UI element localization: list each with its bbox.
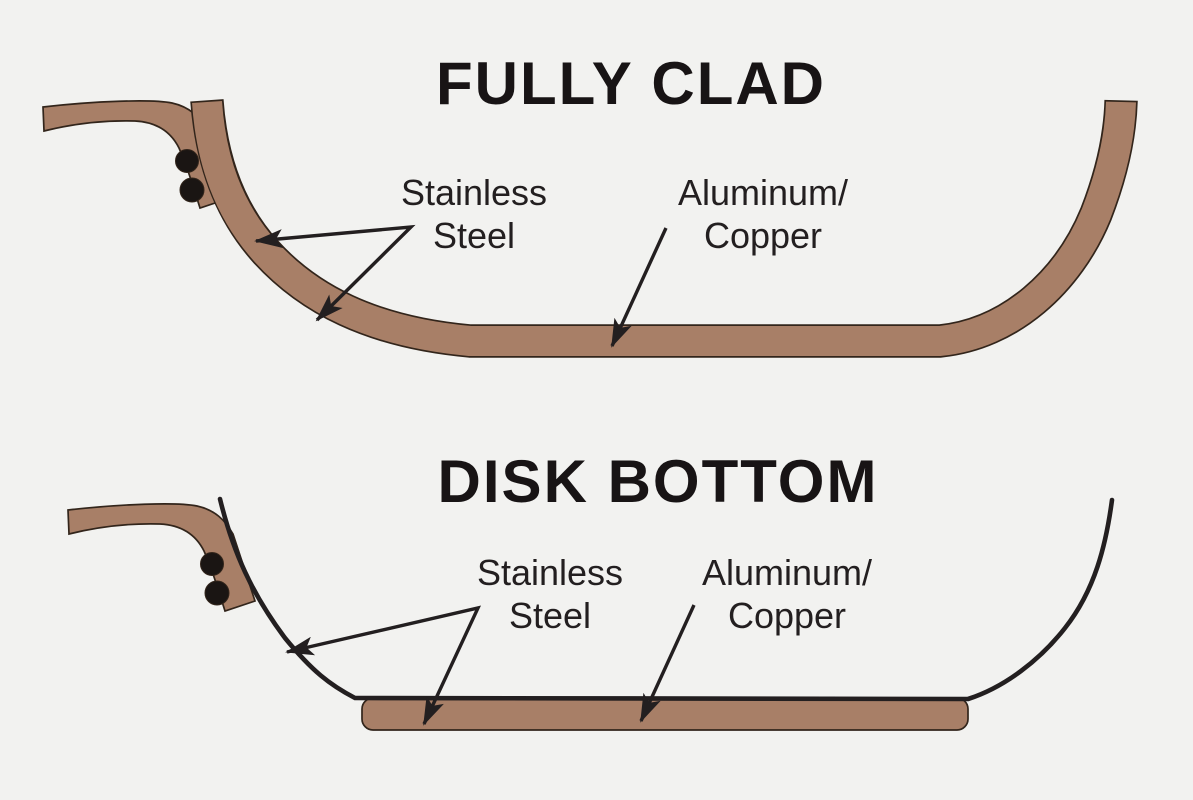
aluminum-label-line1: Aluminum/ bbox=[678, 172, 848, 213]
disk-bottom-pan-wall bbox=[217, 496, 1115, 702]
disk-bottom-diagram: DISK BOTTOM Stainless Steel Aluminum/ Co… bbox=[67, 448, 1115, 731]
stainless-label-line2: Steel bbox=[433, 215, 515, 256]
aluminum-label-line2: Copper bbox=[704, 215, 822, 256]
stainless-leader-arrows bbox=[285, 605, 482, 726]
aluminum-leader-arrow bbox=[639, 604, 696, 723]
aluminum-disk bbox=[361, 697, 969, 731]
stainless-label-line1: Stainless bbox=[401, 172, 547, 213]
handle-rivet-icon bbox=[175, 149, 199, 173]
handle-rivet-icon bbox=[200, 552, 224, 576]
fully-clad-aluminum-label: Aluminum/ Copper bbox=[678, 172, 848, 256]
disk-bottom-aluminum-label: Aluminum/ Copper bbox=[702, 552, 872, 636]
fully-clad-pan-core bbox=[192, 100, 1136, 356]
disk-bottom-stainless-label: Stainless Steel bbox=[477, 552, 623, 636]
stainless-leader-arrows bbox=[254, 224, 416, 322]
aluminum-label-line2: Copper bbox=[728, 595, 846, 636]
aluminum-leader-arrow bbox=[610, 227, 668, 348]
handle-rivet-icon bbox=[204, 580, 230, 606]
disk-bottom-title: DISK BOTTOM bbox=[438, 448, 879, 515]
fully-clad-stainless-label: Stainless Steel bbox=[401, 172, 547, 256]
handle-rivet-icon bbox=[179, 177, 205, 203]
fully-clad-diagram: FULLY CLAD Stainless Steel Aluminum/ Cop… bbox=[42, 50, 1138, 358]
stainless-label-line1: Stainless bbox=[477, 552, 623, 593]
fully-clad-title: FULLY CLAD bbox=[436, 50, 826, 117]
aluminum-label-line1: Aluminum/ bbox=[702, 552, 872, 593]
stainless-label-line2: Steel bbox=[509, 595, 591, 636]
